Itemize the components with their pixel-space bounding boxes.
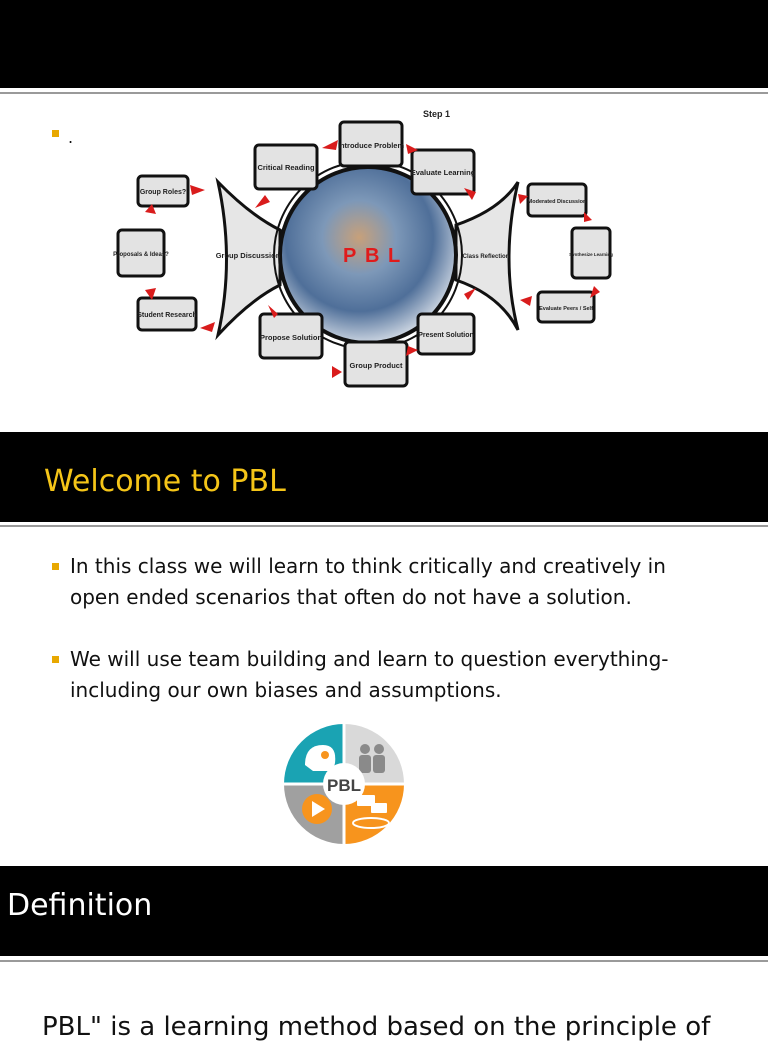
node-present-solution: Present Solution (418, 332, 474, 339)
center-letter: B (365, 245, 379, 267)
node-evaluate-peers: Evaluate Peers / Self (539, 306, 593, 312)
bullet-line: including our own biases and assumptions… (70, 678, 502, 702)
node-proposals: Proposals & Ideas? (113, 252, 169, 258)
logo-text: PBL (327, 776, 361, 795)
bullet-icon (52, 656, 59, 663)
node-group-discussion: Group Discussion (216, 251, 281, 260)
bullet-line: In this class we will learn to think cri… (70, 554, 666, 578)
pbl-logo: PBL (283, 723, 405, 845)
bullet-line: open ended scenarios that often do not h… (70, 585, 632, 609)
center-letter: L (388, 245, 400, 267)
slide1-header-bar (0, 0, 768, 88)
node-group-roles: Group Roles? (140, 189, 186, 196)
people-icon (359, 744, 385, 773)
bullet-icon (52, 130, 59, 137)
arrow-icons (145, 140, 600, 378)
node-group-product: Group Product (350, 361, 403, 370)
node-propose-solution: Propose Solution (260, 333, 323, 342)
node-introduce-problem: Introduce Problem (338, 141, 405, 150)
divider (0, 525, 768, 527)
node-critical-reading: Critical Reading (257, 163, 315, 172)
bullet-item: In this class we will learn to think cri… (70, 551, 666, 613)
bullet-icon (52, 563, 59, 570)
slide3-title: Definition (7, 888, 153, 923)
play-icon (302, 794, 332, 824)
node-moderated-discussion: Moderated Discussion (528, 199, 587, 205)
node-student-research: Student Research (137, 312, 197, 319)
chat-cycle-icon (352, 795, 390, 829)
group-discussion-shape (215, 177, 282, 341)
divider (0, 92, 768, 94)
divider (0, 960, 768, 962)
pbl-cycle-diagram: P B L Step 1 Introduce Problem Critical … (113, 109, 613, 388)
bullet-item: We will use team building and learn to q… (70, 644, 669, 706)
center-letter: P (343, 245, 356, 267)
slide2-title: Welcome to PBL (44, 464, 286, 499)
head-gears-icon (305, 745, 336, 771)
slide2-header-bar (0, 432, 768, 522)
class-reflection-shape (454, 181, 520, 331)
step-note: Step 1 (423, 109, 450, 119)
bullet-line: We will use team building and learn to q… (70, 647, 669, 671)
node-class-reflection: Class Reflection (463, 254, 510, 260)
definition-text: PBL" is a learning method based on the p… (42, 1012, 711, 1042)
slide3-header-bar (0, 866, 768, 956)
node-evaluate-learning: Evaluate Learning (411, 168, 476, 177)
slide1-bullet-text: . (68, 128, 74, 147)
node-synthesize-learning: Synthesize Learning (569, 252, 613, 257)
